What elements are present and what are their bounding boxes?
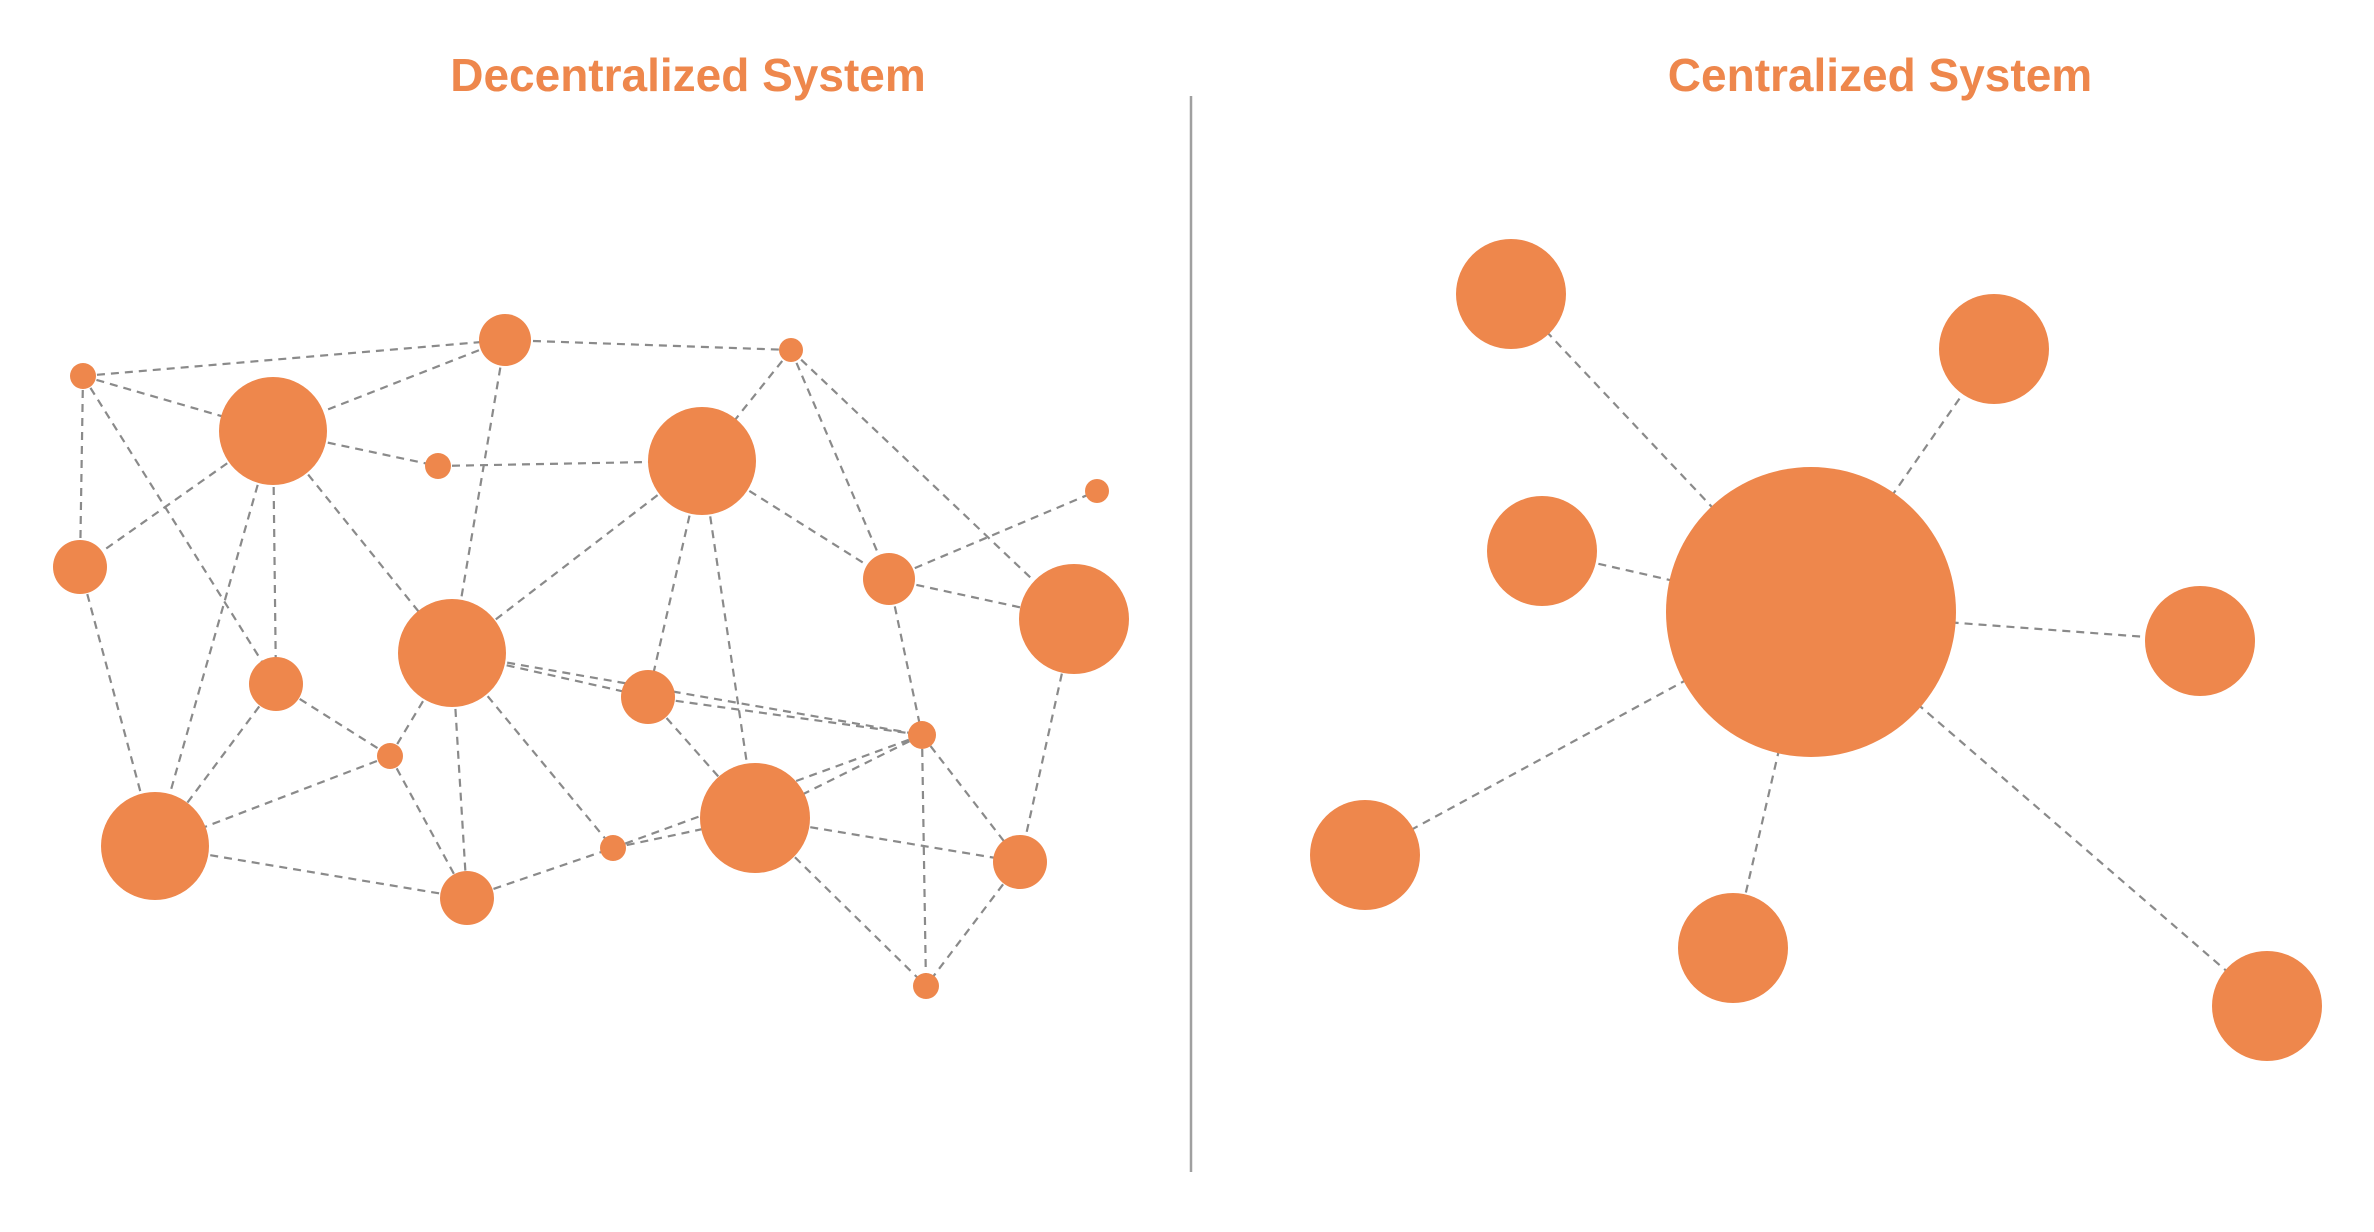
decentralized-node — [377, 743, 403, 769]
centralized-node — [1678, 893, 1788, 1003]
decentralized-node — [648, 407, 756, 515]
decentralized-edge — [888, 489, 1098, 581]
decentralized-node — [249, 657, 303, 711]
decentralized-edge — [925, 861, 1021, 987]
decentralized-node — [908, 721, 936, 749]
decentralized-edge — [78, 375, 85, 568]
centralized-title: Centralized System — [1667, 49, 2093, 101]
decentralized-nodes — [53, 314, 1129, 999]
decentralized-edge — [754, 817, 927, 987]
decentralized-node — [600, 835, 626, 861]
decentralized-edge — [647, 695, 923, 737]
decentralized-node — [53, 540, 107, 594]
decentralized-node — [479, 314, 531, 366]
decentralized-edge — [451, 460, 703, 654]
decentralized-edge — [887, 578, 924, 736]
decentralized-edge — [153, 430, 275, 847]
decentralized-title: Decentralized System — [450, 49, 926, 101]
decentralized-node — [913, 973, 939, 999]
decentralized-node — [1085, 479, 1109, 503]
decentralized-edge — [701, 460, 890, 580]
centralized-node — [1487, 496, 1597, 606]
centralized-edge — [1810, 610, 2201, 643]
decentralized-node — [621, 670, 675, 724]
decentralized-edge — [437, 459, 703, 468]
decentralized-node — [398, 599, 506, 707]
decentralized-edge — [789, 349, 891, 580]
centralized-node — [1310, 800, 1420, 910]
centralized-nodes — [1310, 239, 2322, 1061]
decentralized-edge — [275, 683, 391, 757]
centralized-node — [1939, 294, 2049, 404]
decentralized-edge — [450, 339, 507, 654]
centralized-hub-node — [1666, 467, 1956, 757]
decentralized-node — [1019, 564, 1129, 674]
decentralized-edge — [612, 816, 756, 850]
decentralized-node — [863, 553, 915, 605]
decentralized-node — [101, 792, 209, 900]
decentralized-node — [993, 835, 1047, 889]
decentralized-edge — [466, 846, 614, 900]
decentralized-edge — [646, 460, 704, 698]
decentralized-node — [219, 377, 327, 485]
decentralized-edge — [82, 374, 274, 433]
decentralized-edge — [154, 844, 468, 900]
decentralized-node — [425, 453, 451, 479]
decentralized-edge — [504, 338, 792, 352]
decentralized-node — [700, 763, 810, 873]
decentralized-edge — [451, 651, 923, 737]
decentralized-edge — [79, 430, 274, 568]
decentralized-edge — [700, 460, 757, 819]
decentralized-node — [779, 338, 803, 362]
decentralized-edge — [790, 349, 1075, 620]
decentralized-node — [440, 871, 494, 925]
decentralized-edge — [82, 338, 506, 378]
centralized-node — [2212, 951, 2322, 1061]
centralized-node — [1456, 239, 1566, 349]
decentralized-edge — [920, 734, 928, 987]
centralized-node — [2145, 586, 2255, 696]
decentralized-node — [70, 363, 96, 389]
decentralized-edge — [82, 375, 277, 685]
